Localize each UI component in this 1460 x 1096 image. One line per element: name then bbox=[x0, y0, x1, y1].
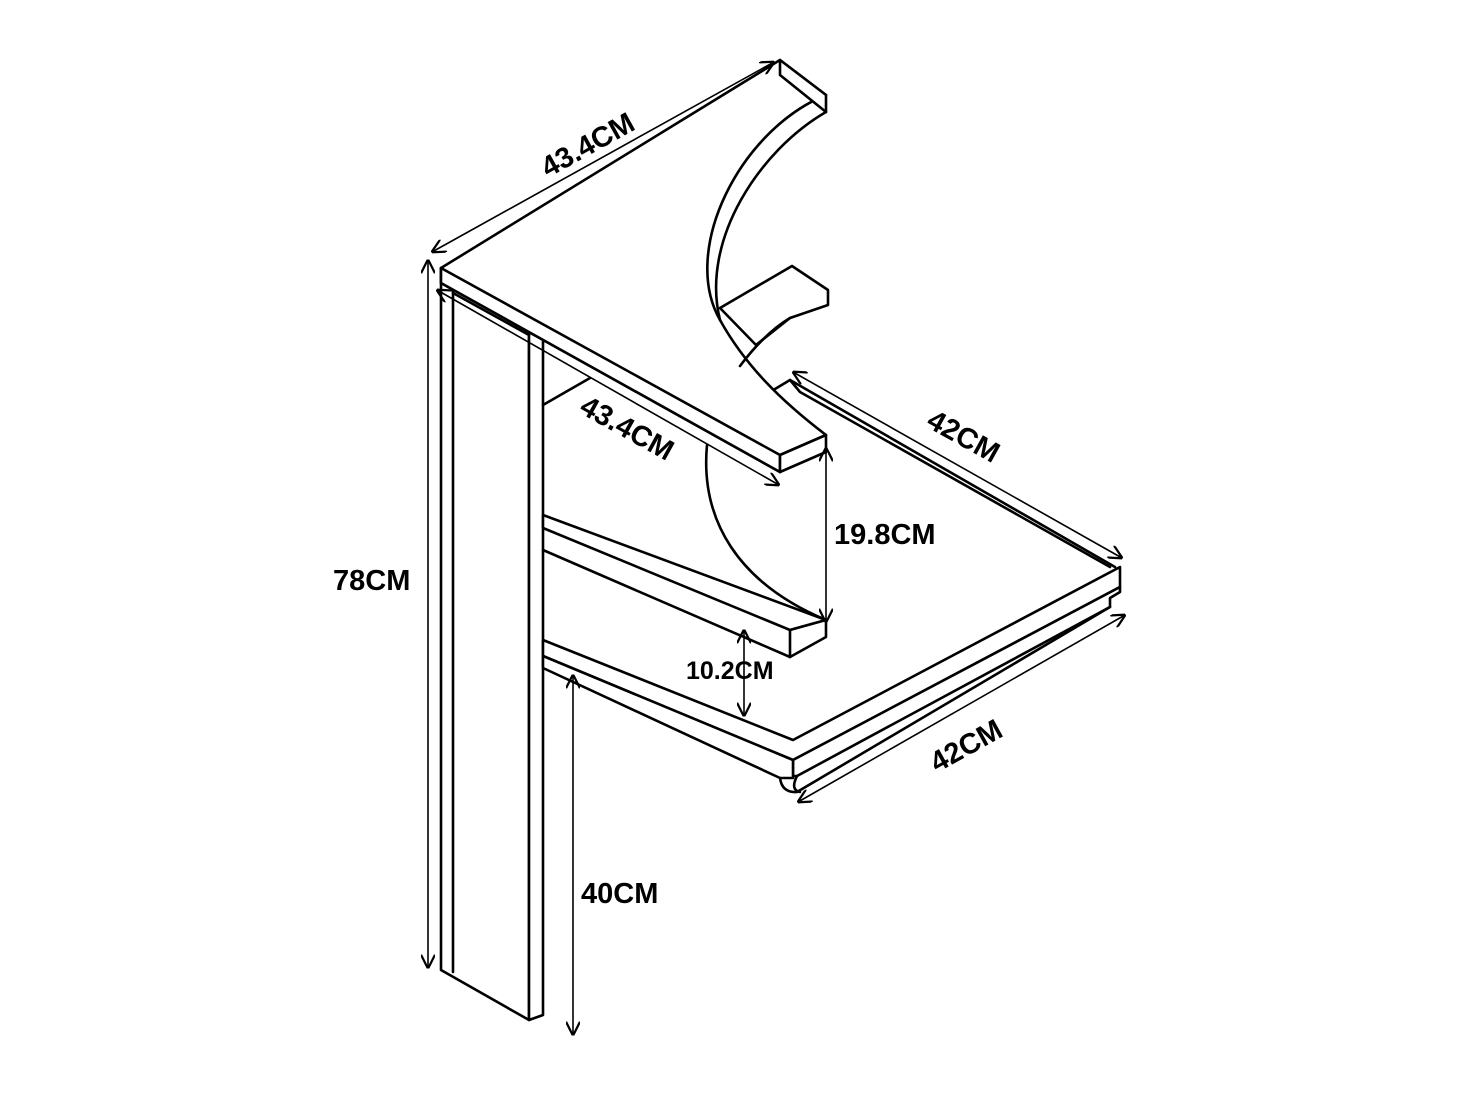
dim-side-depth-label: 42CM bbox=[922, 404, 1005, 469]
dim-inner-width-line bbox=[437, 290, 779, 485]
dimension-lines bbox=[428, 62, 1125, 1035]
inner-back-edge bbox=[541, 376, 592, 407]
dim-top-width-line bbox=[432, 62, 774, 252]
furniture-drawing bbox=[439, 58, 1122, 1022]
dim-leg-height-label: 40CM bbox=[581, 878, 658, 910]
dim-shelf-gap-label: 19.8CM bbox=[834, 519, 936, 551]
dim-bottom-depth-line bbox=[798, 615, 1125, 802]
dim-side-depth-line bbox=[793, 372, 1122, 558]
dim-bottom-depth-label: 42CM bbox=[925, 714, 1008, 779]
vertical-post bbox=[439, 266, 545, 1022]
dim-total-height-label: 78CM bbox=[333, 565, 410, 597]
lower-shelf bbox=[541, 443, 828, 659]
dim-bottom-gap-label: 10.2CM bbox=[686, 657, 774, 685]
